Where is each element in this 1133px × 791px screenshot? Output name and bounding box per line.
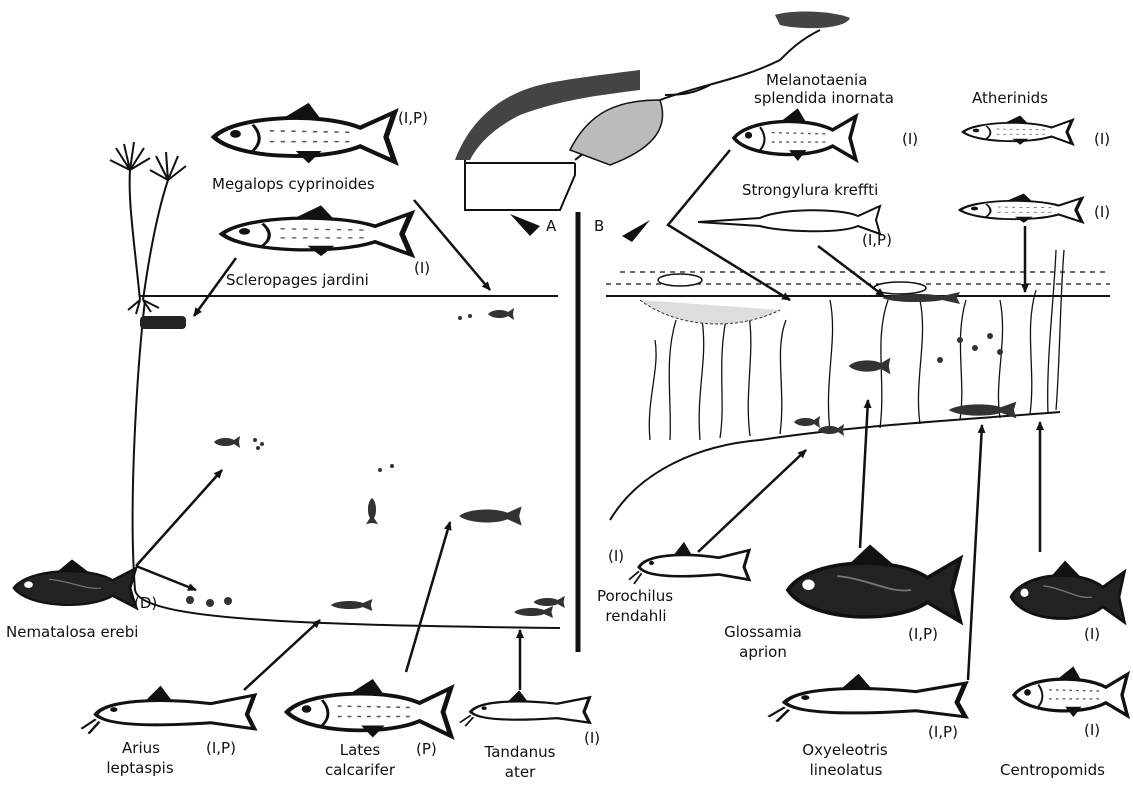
melanotaenia-name-line1: Melanotaenia bbox=[766, 72, 867, 89]
porochilus-name-line1: Porochilus bbox=[590, 588, 680, 605]
nematalosa-name: Nematalosa erebi bbox=[6, 624, 138, 641]
porochilus-fish-icon bbox=[629, 542, 749, 584]
centropomids-code-1: (I) bbox=[1084, 626, 1100, 643]
scleropages-name: Scleropages jardini bbox=[226, 272, 369, 289]
atherinid-fish-icon bbox=[963, 116, 1072, 145]
glossamia-name-line2: aprion bbox=[728, 644, 798, 661]
glossamia-fish-icon bbox=[788, 545, 960, 622]
oxyeleotris-name-line1: Oxyeleotris bbox=[790, 742, 900, 759]
tandanus-code: (I) bbox=[584, 730, 600, 747]
arius-name-line1: Arius bbox=[106, 740, 176, 757]
centropomids-code-2: (I) bbox=[1084, 722, 1100, 739]
arius-fish-icon bbox=[81, 686, 254, 734]
scleropages-fish-icon bbox=[222, 205, 411, 256]
panel-label-a: A bbox=[546, 218, 556, 235]
melanotaenia-code: (I) bbox=[902, 131, 918, 148]
centropomid-fish-icon-2 bbox=[1014, 666, 1127, 717]
strongylura-code: (I,P) bbox=[862, 232, 892, 249]
melanotaenia-name-line2: splendida inornata bbox=[754, 90, 894, 107]
lates-name-line1: Lates bbox=[320, 742, 400, 759]
atherinid-fish-icon-2 bbox=[960, 194, 1082, 223]
porochilus-name-line2: rendahli bbox=[596, 608, 676, 625]
tandanus-fish-icon bbox=[460, 690, 590, 726]
porochilus-code: (I) bbox=[608, 548, 624, 565]
scleropages-code: (I) bbox=[414, 260, 430, 277]
nematalosa-fish-icon bbox=[14, 559, 136, 607]
centropomids-name: Centropomids bbox=[1000, 762, 1105, 779]
oxyeleotris-name-line2: lineolatus bbox=[796, 762, 896, 779]
glossamia-name-line1: Glossamia bbox=[718, 624, 808, 641]
atherinids-code-1: (I) bbox=[1094, 131, 1110, 148]
megalops-fish-icon bbox=[214, 103, 395, 163]
nematalosa-code: (D) bbox=[134, 595, 157, 612]
arius-name-line2: leptaspis bbox=[100, 760, 180, 777]
lates-name-line2: calcarifer bbox=[310, 762, 410, 779]
panel-label-b: B bbox=[594, 218, 604, 235]
centropomid-fish-icon bbox=[1011, 561, 1124, 623]
oxyeleotris-code: (I,P) bbox=[928, 724, 958, 741]
lates-fish-icon bbox=[287, 679, 451, 738]
arius-code: (I,P) bbox=[206, 740, 236, 757]
strongylura-name: Strongylura kreffti bbox=[742, 182, 878, 199]
megalops-code: (I,P) bbox=[398, 110, 428, 127]
strongylura-fish-icon bbox=[698, 206, 880, 234]
atherinids-name: Atherinids bbox=[972, 90, 1048, 107]
glossamia-code: (I,P) bbox=[908, 626, 938, 643]
melanotaenia-fish-icon bbox=[734, 108, 856, 161]
megalops-name: Megalops cyprinoides bbox=[212, 176, 375, 193]
atherinids-code-2: (I) bbox=[1094, 204, 1110, 221]
lates-code: (P) bbox=[416, 741, 437, 758]
tandanus-name-line2: ater bbox=[480, 764, 560, 781]
oxyeleotris-fish-icon bbox=[768, 674, 965, 722]
tandanus-name-line1: Tandanus bbox=[470, 744, 570, 761]
